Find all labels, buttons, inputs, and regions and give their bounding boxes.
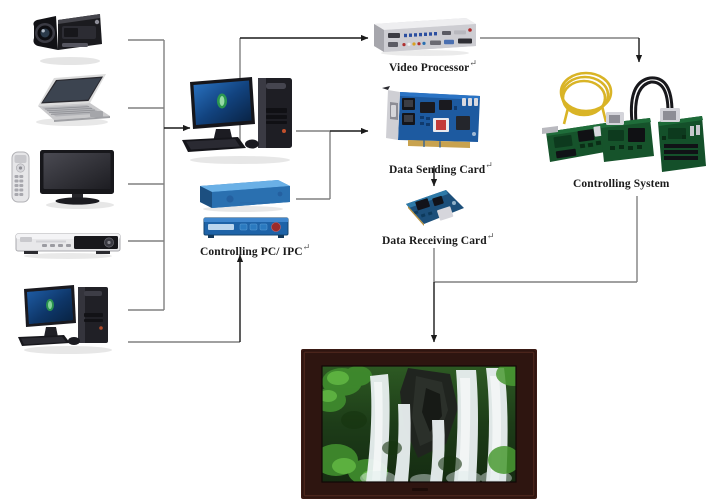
data-receiving-card-icon [406, 190, 464, 226]
data-receiving-card-label-text: Data Receiving Card [382, 234, 487, 247]
camcorder-icon [33, 14, 102, 65]
data-sending-card-label-text: Data Sending Card [389, 163, 486, 176]
blue-rack-unit-icon [203, 217, 289, 238]
controlling-pc-label: Controlling PC/ IPC↵ [200, 242, 310, 258]
controlling-pc-computer-icon [182, 77, 292, 164]
data-sending-card-label: Data Sending Card↵ [389, 160, 493, 176]
controlling-system-label-text: Controlling System [573, 177, 670, 190]
video-processor-label-text: Video Processor [389, 61, 470, 74]
data-receiving-card-label: Data Receiving Card↵ [382, 231, 494, 247]
controlling-system-label: Controlling System [573, 174, 669, 190]
led-display-icon [301, 349, 537, 499]
dvd-player-icon [15, 233, 121, 259]
data-sending-card-label-mark: ↵ [485, 160, 493, 170]
desktop-computer-icon [18, 285, 112, 354]
video-processor-label: Video Processor↵ [389, 58, 477, 74]
controlling-system-icon [542, 71, 706, 172]
controlling-pc-label-text: Controlling PC/ IPC [200, 245, 303, 258]
screen-content [322, 366, 516, 482]
blue-server-box-icon [200, 180, 290, 212]
data-sending-card-icon [382, 86, 480, 148]
controlling-pc-label-mark: ↵ [302, 242, 311, 252]
laptop-icon [36, 74, 110, 126]
video-processor-icon [374, 18, 476, 56]
video-processor-label-mark: ↵ [469, 58, 478, 68]
data-receiving-card-label-mark: ↵ [486, 231, 495, 241]
tv-and-remote-icon [11, 150, 114, 209]
